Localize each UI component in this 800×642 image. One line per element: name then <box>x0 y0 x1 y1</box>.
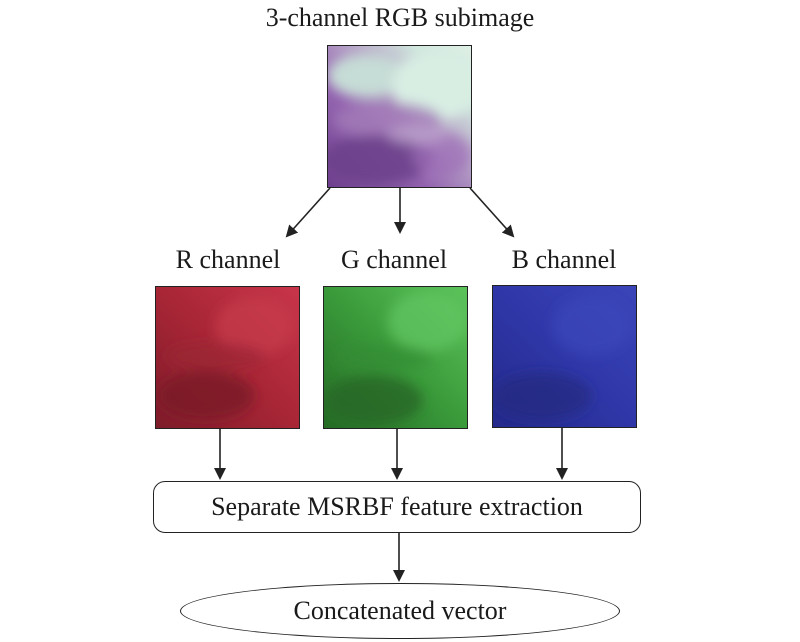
b-channel-image <box>492 285 637 428</box>
arrow-source-to-r <box>285 187 331 238</box>
r-channel-label: R channel <box>175 245 281 274</box>
arrow-source-to-b <box>469 187 515 238</box>
source-image-title: 3-channel RGB subimage <box>265 3 535 32</box>
output-vector-label: Concatenated vector <box>293 596 507 625</box>
feature-extraction-box: Separate MSRBF feature extraction <box>153 481 641 533</box>
g-channel-label: G channel <box>340 245 448 274</box>
rgb-subimage <box>327 45 472 188</box>
r-channel-image <box>155 286 300 429</box>
output-vector-node: Concatenated vector <box>180 583 620 639</box>
feature-extraction-label: Separate MSRBF feature extraction <box>211 492 583 521</box>
g-channel-image <box>323 286 468 429</box>
b-channel-label: B channel <box>511 245 617 274</box>
